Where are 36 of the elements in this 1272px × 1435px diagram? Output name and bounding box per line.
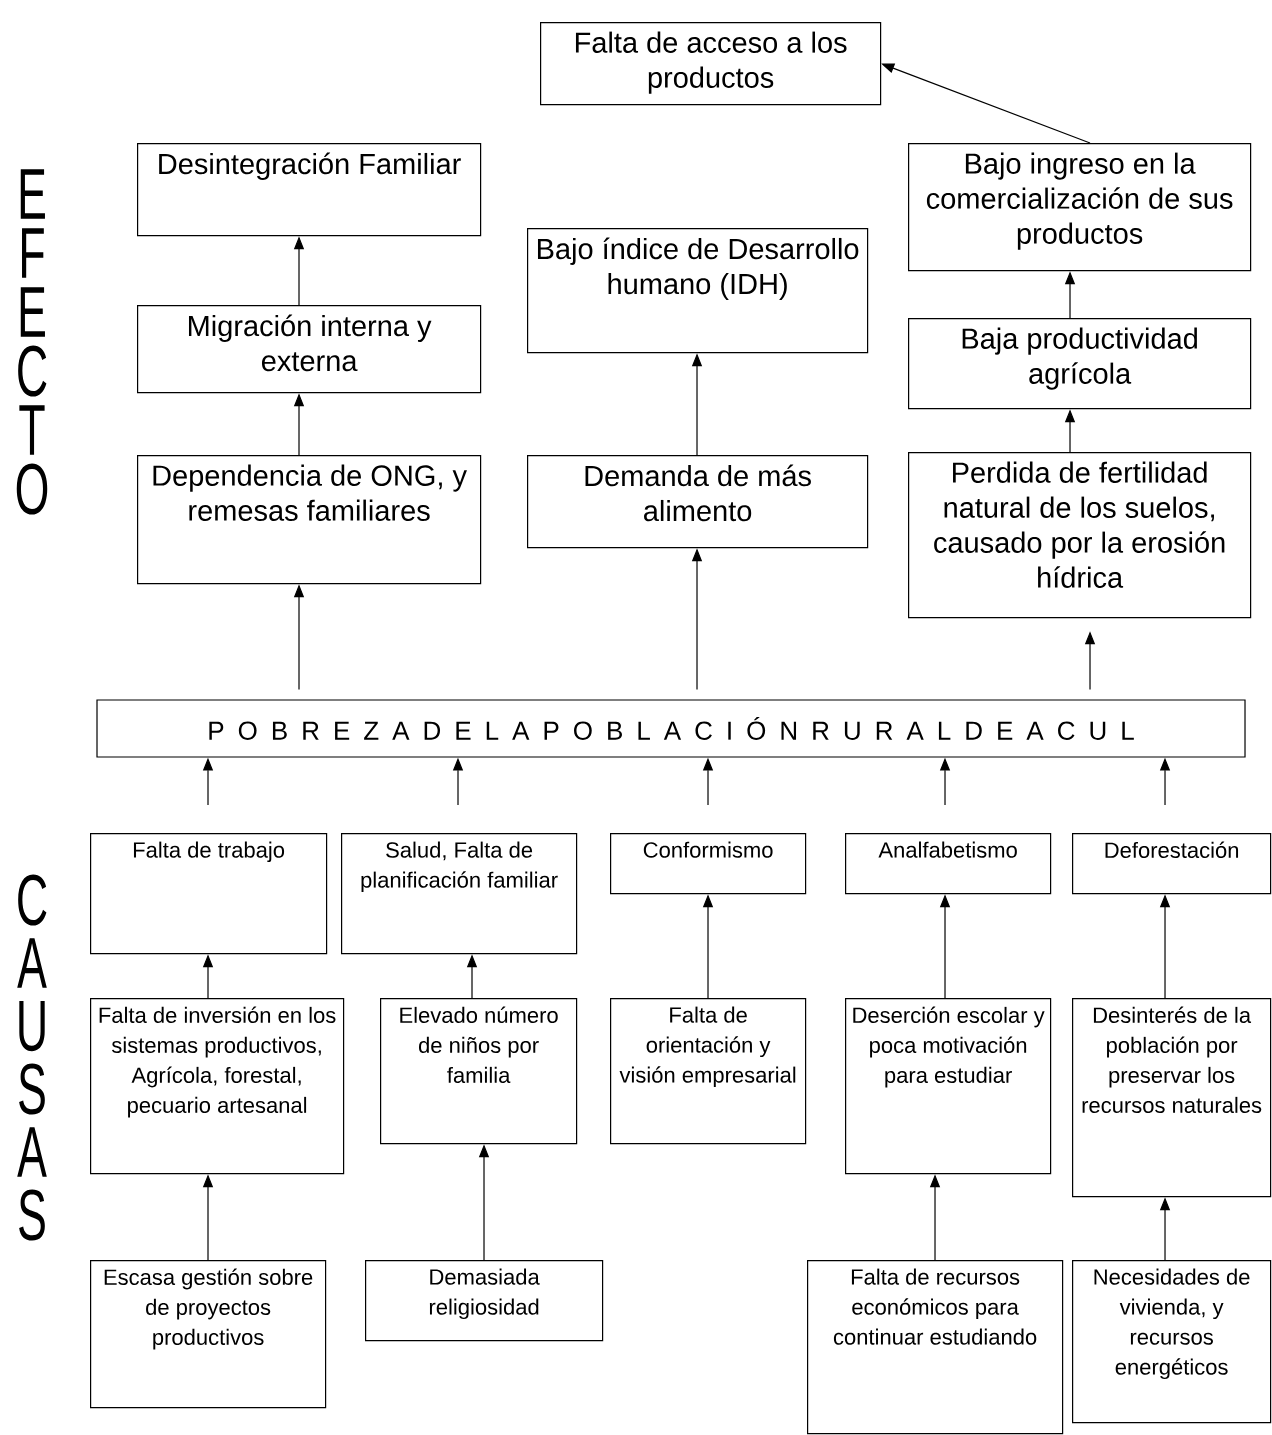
heading-letter: A bbox=[17, 938, 47, 988]
heading-letter: E bbox=[20, 287, 45, 337]
cause-box: Falta de orientación y visión empresarial bbox=[610, 998, 807, 1145]
problem-box: P O B R E Z A D E L A P O B L A C I Ó N R U R A L D E A C U L bbox=[96, 699, 1246, 758]
effect-box: Bajo índice de Desarrollo humano (IDH) bbox=[527, 228, 869, 354]
cause-box: Analfabetismo bbox=[845, 833, 1052, 895]
heading-letter: F bbox=[22, 228, 44, 278]
cause-box: Salud, Falta de planificación familiar bbox=[341, 833, 578, 955]
heading-letter: T bbox=[19, 405, 45, 455]
heading-letter: C bbox=[18, 874, 47, 926]
cause-box: Falta de trabajo bbox=[90, 833, 328, 955]
cause-box: Conformismo bbox=[610, 833, 807, 895]
heading-letter: E bbox=[20, 169, 45, 219]
heading-letter: O bbox=[16, 463, 48, 515]
cause-box: Falta de inversión en los sistemas productivos, Agrícola, forestal, pecuario artesanal bbox=[90, 998, 345, 1175]
heading-letter: U bbox=[19, 1000, 45, 1052]
cause-box: Desinterés de la población por preservar los recursos naturales bbox=[1072, 998, 1272, 1198]
cause-box: Elevado número de niños por familia bbox=[380, 998, 578, 1145]
effect-box: Migración interna y externa bbox=[137, 305, 482, 394]
heading-letter: S bbox=[19, 1063, 45, 1115]
cause-box: Demasiada religiosidad bbox=[365, 1260, 604, 1342]
effect-box: Falta de acceso a los productos bbox=[540, 22, 882, 106]
cause-box: Deforestación bbox=[1072, 833, 1272, 895]
effect-box: Dependencia de ONG, y remesas familiares bbox=[137, 455, 482, 585]
effect-box: Bajo ingreso en la comercialización de sus productos bbox=[908, 143, 1252, 272]
heading-letter: S bbox=[19, 1189, 45, 1241]
cause-box: Deserción escolar y poca motivación para estudiar bbox=[845, 998, 1052, 1175]
effect-box: Perdida de fertilidad natural de los suelos, causado por la erosión hídrica bbox=[908, 452, 1252, 619]
effect-box: Desintegración Familiar bbox=[137, 143, 482, 237]
heading-letter: A bbox=[17, 1127, 47, 1177]
effect-box: Demanda de más alimento bbox=[527, 455, 869, 549]
effect-box: Baja productividad agrícola bbox=[908, 318, 1252, 410]
heading-letter: C bbox=[18, 345, 47, 397]
cause-box: Necesidades de vivienda, y recursos energéticos bbox=[1072, 1260, 1272, 1424]
cause-box: Escasa gestión sobre de proyectos productivos bbox=[90, 1260, 327, 1409]
cause-box: Falta de recursos económicos para continuar estudiando bbox=[807, 1260, 1064, 1435]
